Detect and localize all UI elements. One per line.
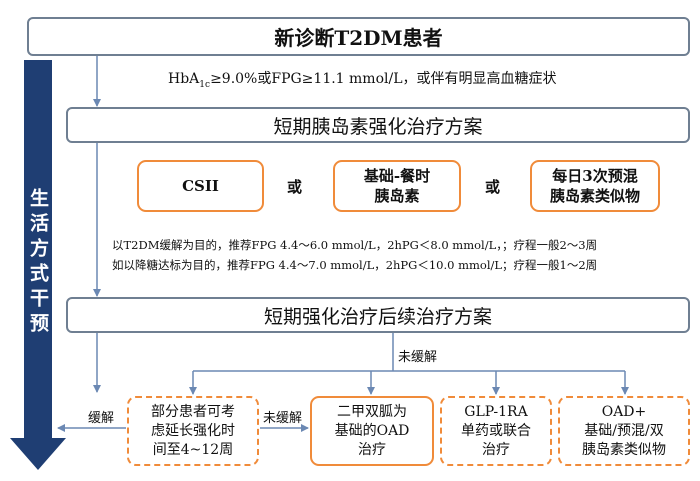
- option-premix: 每日3次预混 胰岛素类似物: [530, 160, 660, 212]
- new-diagnosis-label: 新诊断T2DM患者: [274, 26, 443, 50]
- followup-plan-label: 短期强化治疗后续治疗方案: [263, 305, 492, 328]
- option-csii-label: CSII: [182, 177, 219, 195]
- criteria-sub: 1c: [199, 79, 211, 90]
- target-note-1: 以T2DM缓解为目的，推荐FPG 4.4～6.0 mmol/L，2hPG＜8.0…: [112, 237, 597, 253]
- metformin-oad-box: 二甲双胍为 基础的OAD 治疗: [310, 396, 434, 466]
- glp1ra-box: GLP-1RA 单药或联合 治疗: [440, 396, 552, 466]
- not-remitted-label-2: 未缓解: [263, 407, 302, 426]
- lifestyle-arrow: [10, 60, 66, 470]
- oad-insulin-label: OAD+ 基础/预混/双 胰岛素类似物: [582, 403, 666, 458]
- followup-plan-box: 短期强化治疗后续治疗方案: [66, 297, 690, 333]
- metformin-oad-label: 二甲双胍为 基础的OAD 治疗: [334, 403, 410, 458]
- target-note-2-text: 如以降糖达标为目的，推荐FPG 4.4～7.0 mmol/L，2hPG＜10.0…: [112, 258, 598, 272]
- or-label-2: 或: [485, 176, 500, 197]
- oad-insulin-box: OAD+ 基础/预混/双 胰岛素类似物: [558, 396, 690, 466]
- or-text-1: 或: [287, 178, 303, 196]
- lifestyle-label: 生活方式干预: [25, 188, 52, 338]
- criteria-rest: ≥9.0%或FPG≥11.1 mmol/L，或伴有明显高血糖症状: [210, 71, 557, 87]
- new-diagnosis-box: 新诊断T2DM患者: [27, 17, 690, 56]
- short-term-plan-label: 短期胰岛素强化治疗方案: [273, 115, 483, 138]
- extend-intensive-label: 部分患者可考 虑延长强化时 间至4~12周: [151, 403, 235, 458]
- criteria-hba: HbA: [168, 71, 200, 87]
- option-csii: CSII: [137, 160, 264, 212]
- not-remitted-label: 未缓解: [398, 346, 437, 365]
- target-note-2: 如以降糖达标为目的，推荐FPG 4.4～7.0 mmol/L，2hPG＜10.0…: [112, 257, 597, 273]
- short-term-plan-box: 短期胰岛素强化治疗方案: [66, 107, 690, 143]
- criteria-text: HbA1c≥9.0%或FPG≥11.1 mmol/L，或伴有明显高血糖症状: [168, 68, 557, 90]
- or-text-2: 或: [485, 178, 501, 196]
- target-note-1-text: 以T2DM缓解为目的，推荐FPG 4.4～6.0 mmol/L，2hPG＜8.0…: [112, 238, 598, 252]
- option-premix-label: 每日3次预混 胰岛素类似物: [549, 167, 640, 205]
- remitted-label: 缓解: [88, 407, 114, 426]
- option-basal-bolus-label: 基础-餐时 胰岛素: [363, 167, 431, 205]
- lifestyle-text: 生活方式干预: [27, 188, 49, 338]
- option-basal-bolus: 基础-餐时 胰岛素: [333, 160, 461, 212]
- glp1ra-label: GLP-1RA 单药或联合 治疗: [461, 403, 531, 458]
- extend-intensive-box: 部分患者可考 虑延长强化时 间至4~12周: [127, 396, 259, 466]
- or-label-1: 或: [287, 176, 302, 197]
- not-remitted-text-2: 未缓解: [263, 411, 303, 426]
- remitted-text: 缓解: [88, 411, 115, 426]
- not-remitted-text: 未缓解: [398, 350, 438, 365]
